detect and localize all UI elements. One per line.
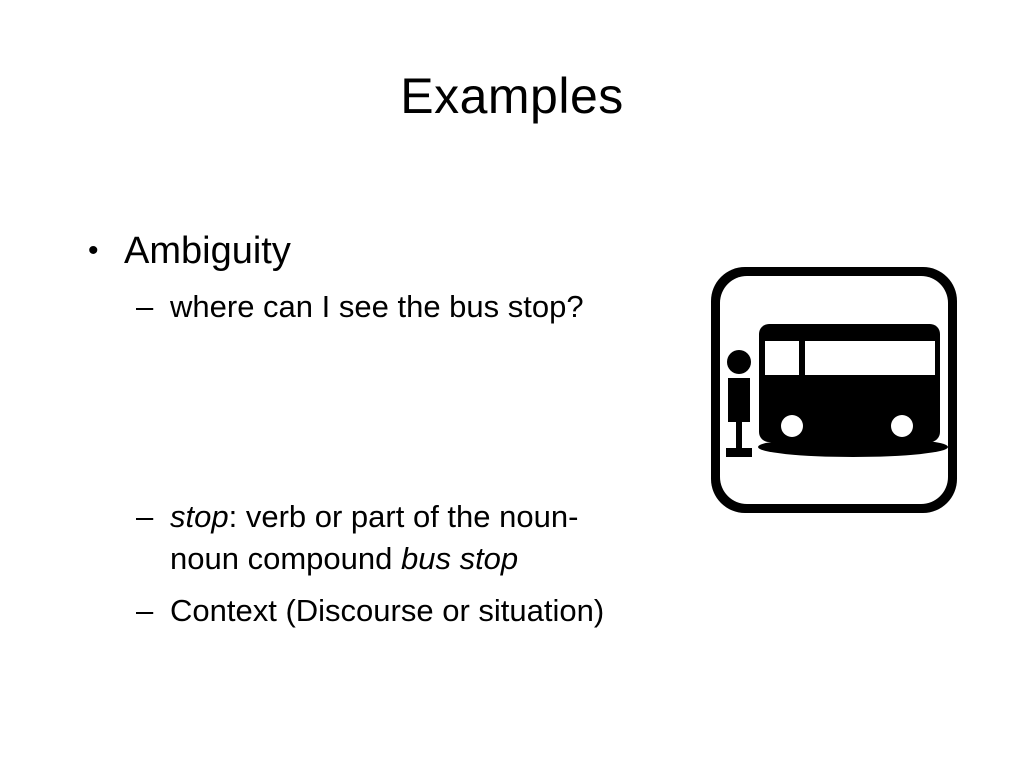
subbullet-text: where can I see the bus stop? [170,289,584,324]
bus-wheel-front-hub [781,415,803,437]
italic-term-bus-stop: bus stop [400,541,519,576]
stop-pole-sign [728,378,750,422]
bus-wheel-rear-hub [891,415,913,437]
subbullet-context: –Context (Discourse or situation) [136,590,604,632]
subbullet-dash: – [136,499,154,534]
stop-pole-head [727,350,751,374]
bullet-text: Ambiguity [124,230,291,272]
bus-side-window [805,341,935,375]
bus-stop-sign-icon [711,267,957,513]
subbullet-text: Context (Discourse or situation) [170,593,605,628]
italic-term-stop: stop [170,499,229,534]
subbullet-bus-stop-question: –where can I see the bus stop? [136,286,584,328]
continuation-text: noun compound [170,541,401,576]
subbullet-continuation: noun compound bus stop [136,538,578,580]
bus-front-window [765,341,799,375]
bullet-ambiguity: • Ambiguity [88,228,291,274]
subbullet-text: : verb or part of the noun- [228,499,579,534]
stop-pole-base [726,448,752,457]
slide-title: Examples [400,68,624,124]
subbullet-dash: – [136,289,154,324]
stop-pole-post [736,421,742,449]
subbullet-dash: – [136,593,154,628]
subbullet-stop-explanation: –stop: verb or part of the noun- noun co… [136,496,578,580]
bullet-dot: • [88,234,99,267]
